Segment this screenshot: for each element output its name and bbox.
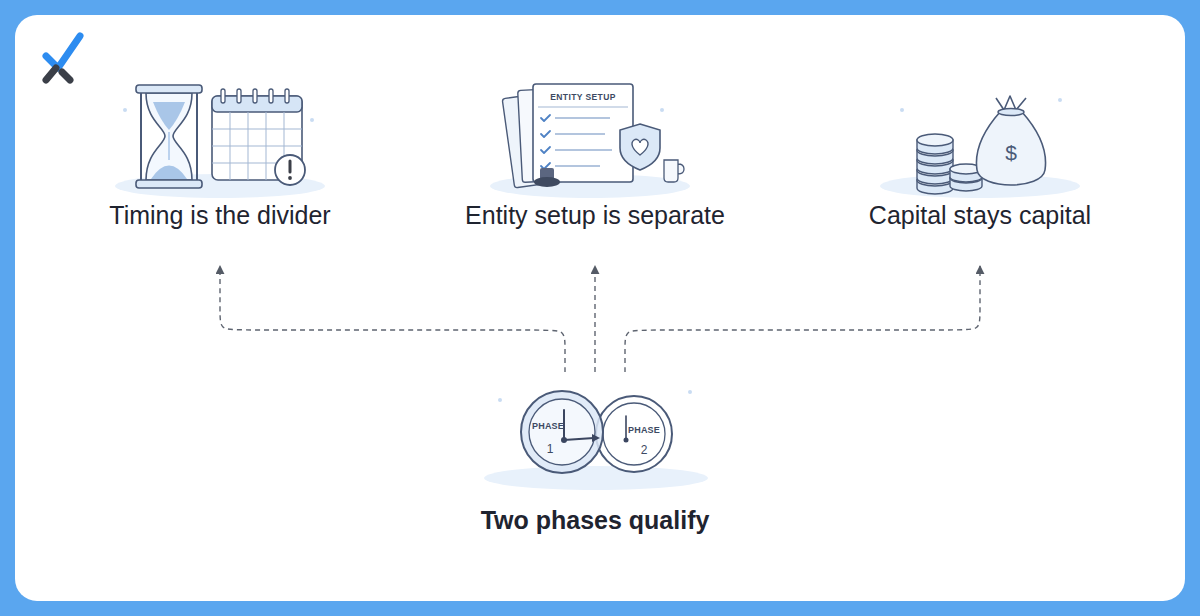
entity-setup-illustration-part: [620, 124, 660, 170]
node-label: Two phases qualify: [445, 504, 745, 536]
dashed-connector: [625, 266, 980, 372]
phases-illustration: [484, 390, 708, 490]
hourglass-calendar-illustration-part: [212, 96, 302, 180]
node-label: Timing is the divider: [70, 199, 370, 231]
entity-setup-illustration-part: [533, 84, 633, 182]
illustration-text: 1: [547, 443, 554, 455]
phases-illustration-part: [529, 399, 595, 465]
capital-illustration: [880, 96, 1080, 198]
capital-illustration-part: [917, 134, 953, 146]
phases-illustration-part: [521, 391, 603, 473]
phases-illustration-part: [592, 434, 600, 442]
phases-illustration-part: [498, 398, 502, 402]
hourglass-calendar-illustration-part: [310, 118, 314, 122]
hourglass-calendar-illustration-part: [168, 132, 170, 160]
hourglass-calendar-illustration-part: [285, 89, 289, 103]
phases-illustration-part: [596, 396, 672, 472]
phases-illustration-part: [564, 438, 594, 440]
phases-illustration-part: [561, 437, 567, 443]
hourglass-calendar-illustration-part: [237, 89, 241, 103]
capital-illustration-part: [976, 112, 1045, 185]
hourglass-calendar-illustration-part: [288, 176, 292, 180]
phases-illustration-part: [484, 466, 708, 490]
hourglass-calendar-illustration-part: [253, 89, 257, 103]
entity-setup-illustration-part: [555, 118, 612, 166]
concept-node: Capital stays capital: [830, 70, 1130, 266]
entity-setup-illustration-part: [534, 177, 560, 187]
hourglass-calendar-illustration-part: [140, 92, 142, 181]
illustration-text: $: [1005, 142, 1017, 163]
capital-illustration-part: [900, 108, 904, 112]
concept-node: Two phases qualify: [445, 372, 745, 548]
hourglass-calendar-illustration-part: [146, 93, 192, 180]
brand-logo: [46, 36, 80, 80]
illustration-text: PHASE: [532, 422, 564, 431]
dashed-connector: [220, 266, 565, 372]
hourglass-calendar-illustration-part: [153, 102, 185, 130]
entity-setup-illustration-part: [538, 107, 628, 108]
hourglass-calendar-illustration-part: [269, 89, 273, 103]
capital-illustration-part: [998, 109, 1024, 116]
hourglass-calendar-illustration-part: [136, 180, 202, 188]
hourglass-calendar-illustration-part: [151, 166, 187, 180]
phases-illustration-part: [625, 416, 627, 440]
illustration-text: ENTITY SETUP: [550, 93, 616, 102]
entity-setup-illustration-part: [541, 115, 550, 169]
entity-setup-illustration-part: [632, 139, 648, 155]
phases-illustration-part: [603, 403, 665, 465]
hourglass-calendar-illustration-part: [275, 155, 305, 185]
brand-logo-part: [46, 68, 56, 80]
hourglass-calendar-illustration: [115, 85, 325, 198]
hourglass-calendar-illustration-part: [196, 92, 198, 181]
concept-node: Timing is the divider: [70, 70, 370, 266]
illustration-text: PHASE: [628, 426, 660, 435]
brand-logo-part: [62, 72, 70, 80]
phases-illustration-part: [688, 390, 692, 394]
entity-setup-illustration-part: [660, 108, 664, 112]
hourglass-calendar-illustration-part: [136, 85, 202, 93]
entity-setup-illustration-part: [664, 160, 684, 182]
hourglass-calendar-illustration-part: [289, 161, 292, 172]
entity-setup-illustration: [490, 84, 690, 198]
node-label: Capital stays capital: [830, 199, 1130, 231]
brand-logo-part: [46, 36, 80, 68]
capital-illustration-part: [1058, 98, 1062, 102]
dashed-connector: [594, 266, 595, 372]
hourglass-calendar-illustration-part: [221, 89, 225, 103]
hourglass-calendar-illustration-part: [212, 112, 302, 180]
hourglass-calendar-illustration-part: [123, 108, 127, 112]
illustration-text: 2: [641, 444, 648, 456]
node-label: Entity setup is separate: [445, 199, 745, 231]
phases-illustration-part: [624, 438, 629, 443]
